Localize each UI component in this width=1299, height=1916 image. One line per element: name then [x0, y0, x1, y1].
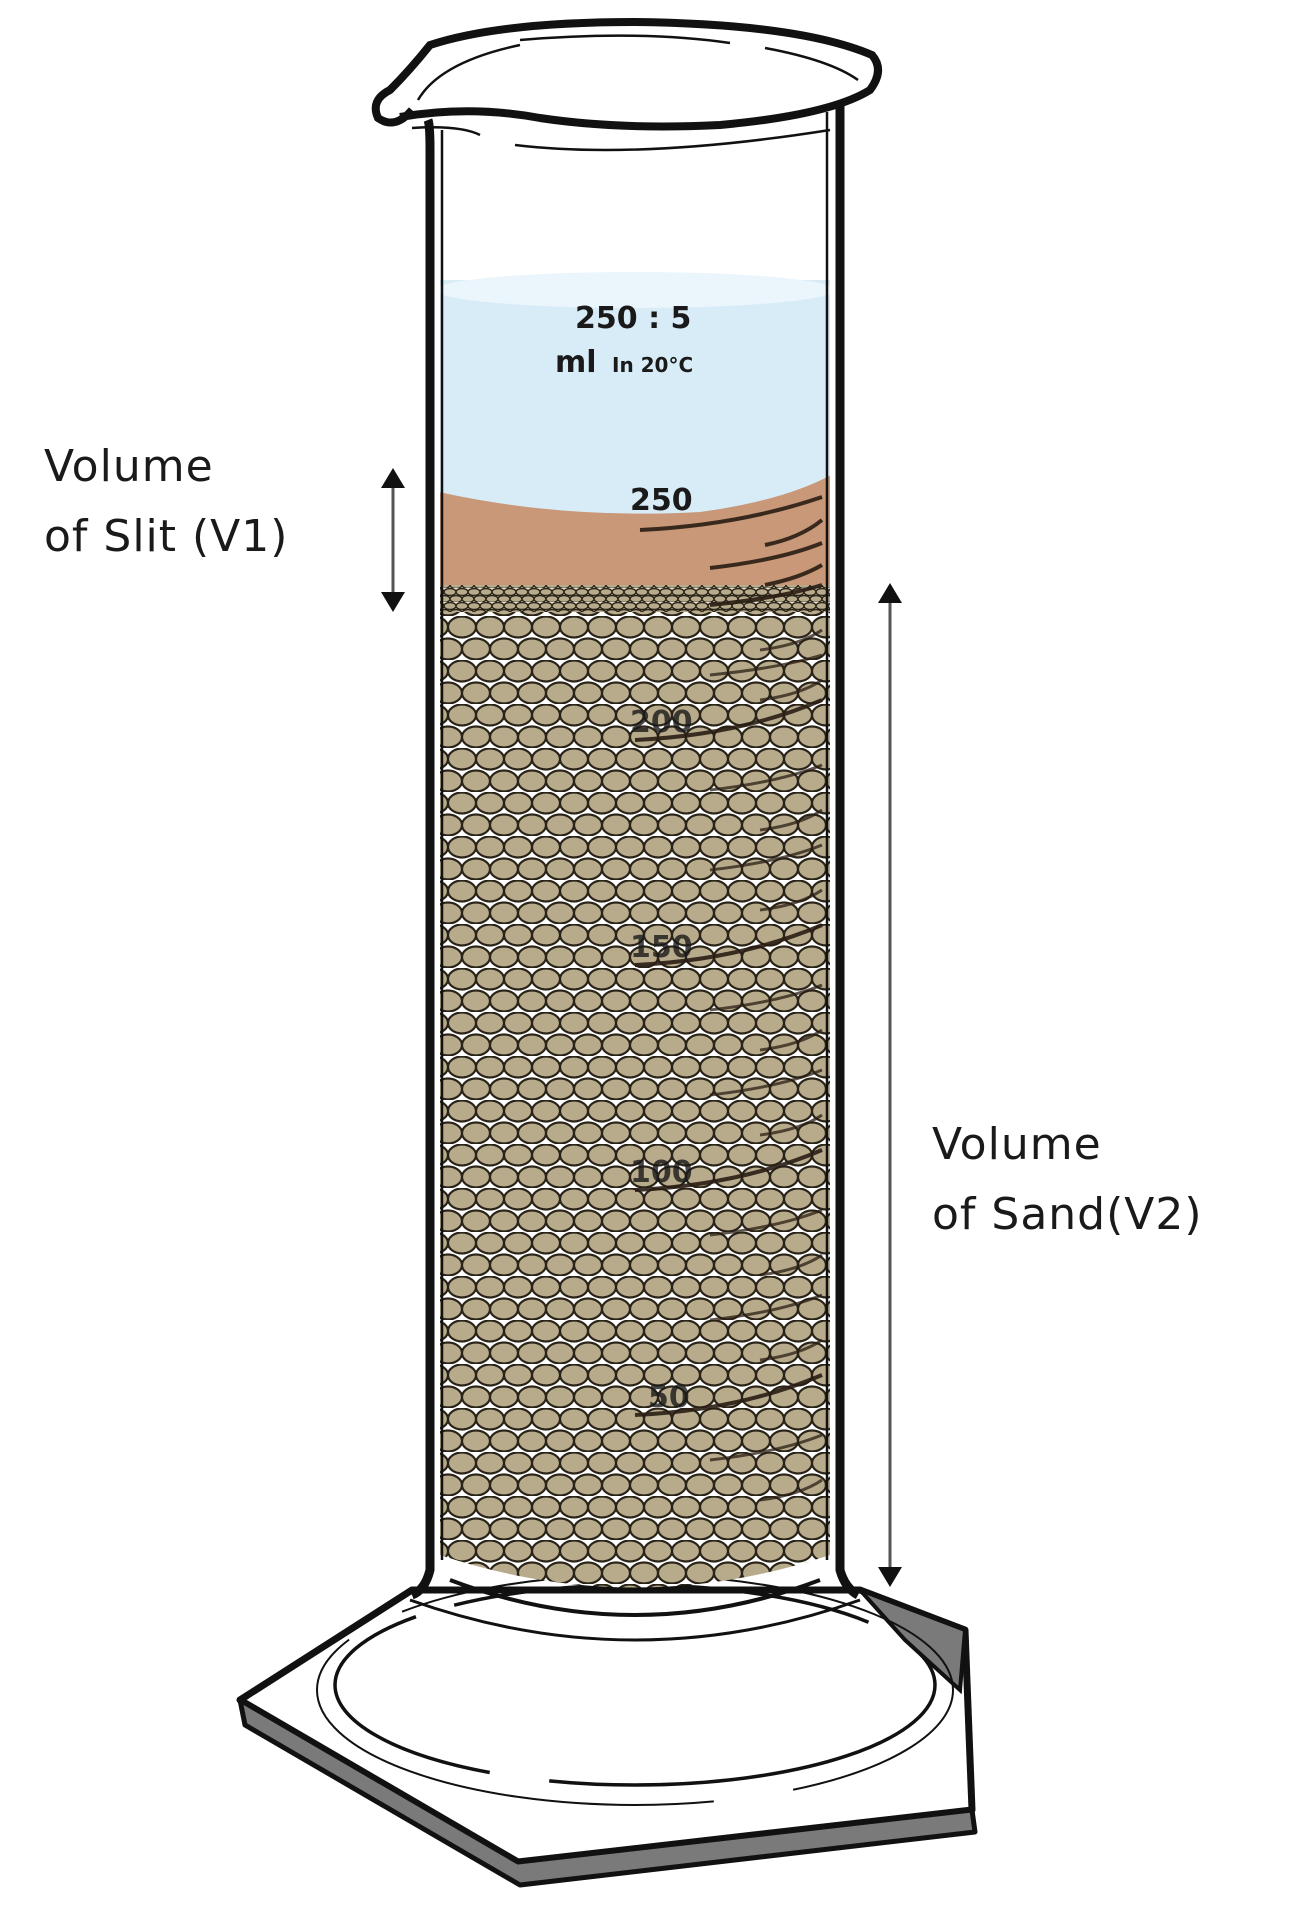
- silt-layer: [440, 470, 830, 600]
- scale-mark-50: 50: [648, 1380, 690, 1415]
- cylinder-contents: 250 200 150 100 50 250 : 5 ml In 20°C: [440, 272, 830, 1588]
- cylinder-walls: [409, 100, 861, 1642]
- cylinder-rim: [371, 17, 882, 152]
- capacity-label: 250 : 5: [575, 301, 691, 336]
- scale-mark-100: 100: [630, 1155, 693, 1190]
- v2-double-arrow: [878, 583, 902, 1587]
- v1-label-line2: of Slit (V1): [44, 511, 289, 562]
- scale-mark-250: 250: [630, 483, 693, 518]
- scale-mark-150: 150: [630, 930, 693, 965]
- v2-label-line1: Volume: [932, 1119, 1102, 1170]
- scale-mark-200: 200: [630, 705, 693, 740]
- unit-label: ml: [555, 345, 597, 380]
- cylinder-base: [236, 1574, 978, 1888]
- volume-of-sand-label: Volume of Sand(V2): [932, 1110, 1203, 1250]
- volume-of-silt-label: Volume of Slit (V1): [44, 432, 288, 572]
- water-layer: [440, 280, 830, 520]
- v1-label-line1: Volume: [44, 441, 214, 492]
- sand-layer: [440, 612, 830, 1588]
- v2-label-line2: of Sand(V2): [932, 1189, 1203, 1240]
- v1-double-arrow: [381, 468, 405, 612]
- temperature-label: In 20°C: [612, 353, 693, 377]
